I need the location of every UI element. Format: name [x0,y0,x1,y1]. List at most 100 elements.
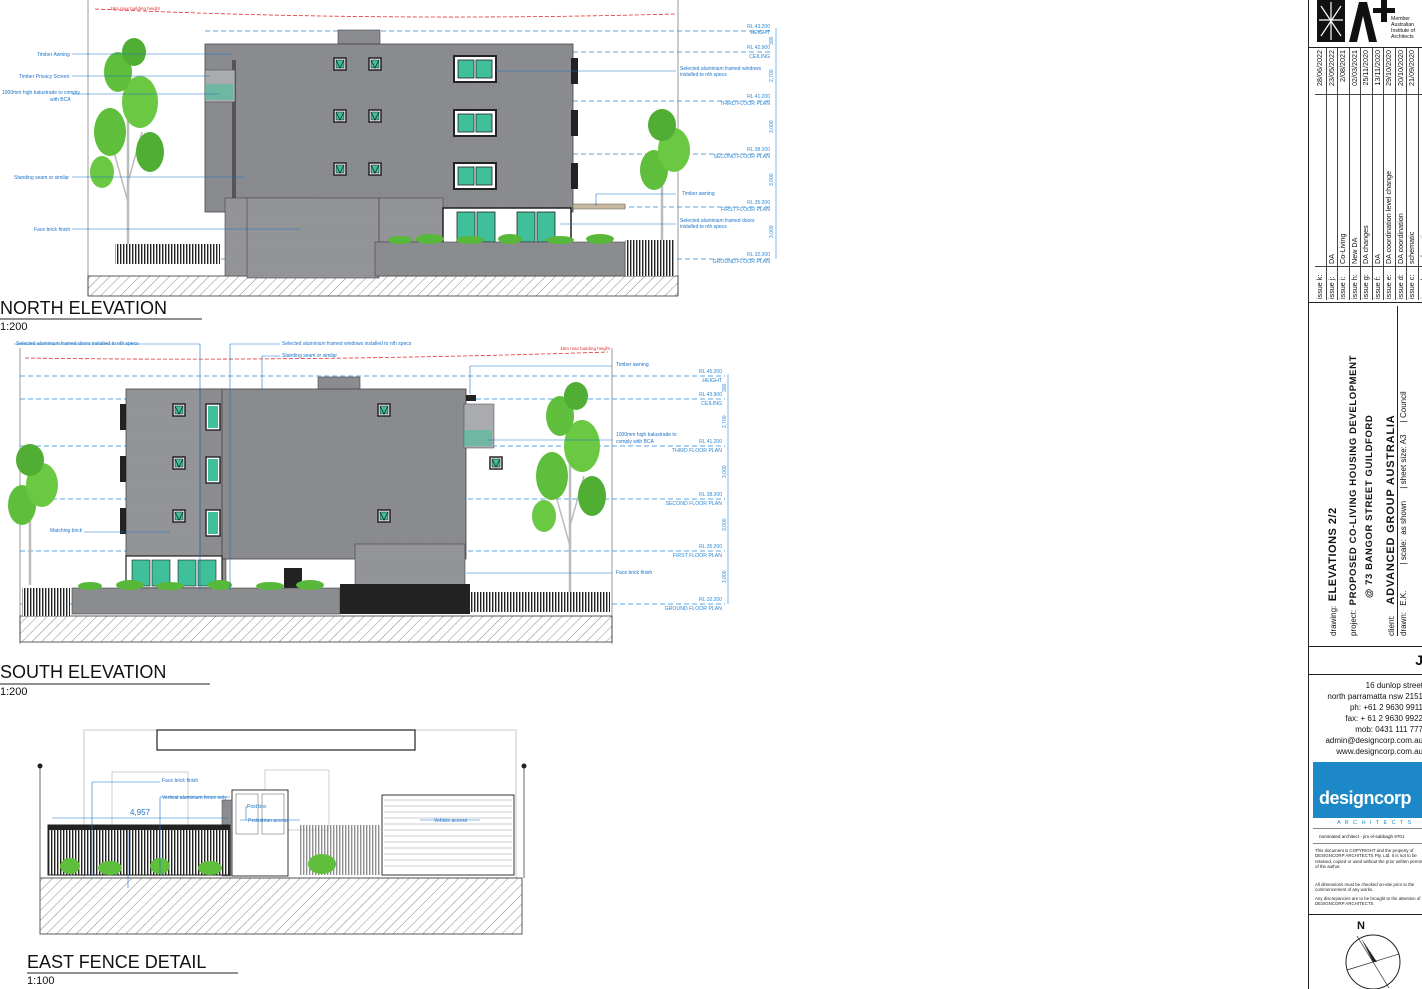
north-dim: 3,000 [769,173,775,186]
issue-description: DA changes [1361,94,1372,266]
south-annotation: Matching brick [50,528,83,534]
north-dim: 3,000 [769,120,775,133]
south-level-name: THIRD FLOOR PLAN [672,448,722,454]
copyright-note: This document is COPYRIGHT and the prope… [1315,848,1422,869]
north-level-rl: RL 32.200 [747,252,770,258]
south-dim: 2,700 [722,415,728,428]
south-dim: 300 [722,383,728,392]
east-annotation: Face brick finish [162,778,198,784]
issue-description: New DA [1349,94,1360,266]
issue-date: 20/10/2020 [1395,50,1405,86]
issue-description: schematic [1407,94,1418,266]
issue-row: issue i:Co-Living 2/08/2021 [1338,48,1350,300]
issue-date: 2/08/2021 [1338,50,1347,82]
issue-date [1419,48,1422,94]
issue-date: 28/06/2022 [1315,50,1324,86]
project-line-2: @ 73 BANGOR STREET GUILDFORD [1364,414,1375,598]
south-elevation-scale: 1:200 [0,686,28,698]
east-annotation: Vehicle access [434,818,468,824]
designcorp-logo: designcorp [1313,762,1422,818]
aia-member-text: Member Australian Institute of Architect… [1391,16,1415,40]
north-level-name: HEIGHT [750,30,770,36]
office-address: 16 dunlop street north parramatta nsw 21… [1325,681,1422,756]
tree-icon [530,380,608,608]
north-annotation: with BCA [50,97,71,103]
north-dim: 2,700 [769,69,775,82]
east-annotation: Vertical aluminium fence only [162,795,227,801]
issue-description [1315,94,1326,266]
south-level-name: SECOND FLOOR PLAN [666,501,723,507]
issue-row: issue b:schematic [1418,48,1422,300]
north-annotation: installed to nth specs [680,72,727,78]
issue-description: DA coordination level change [1384,94,1395,266]
north-dim: 300 [769,36,775,45]
north-elevation-title: NORTH ELEVATION [0,298,167,318]
south-elevation-title: SOUTH ELEVATION [0,662,166,682]
issue-label: issue b: [1418,266,1422,300]
elevation-drawings: 18m max building height [0,0,777,987]
north-elevation: 18m max building height [0,0,777,333]
north-annotation: Selected aluminium framed windows [680,66,762,72]
north-dim: 3,000 [769,225,775,238]
south-level-rl: RL 43.900 [699,392,722,398]
south-level-name: GROUND FLOOR PLAN [665,606,723,612]
issue-date: 29/10/2020 [1384,50,1393,86]
north-level-rl: RL 35.200 [747,200,770,206]
south-annotation: Timber awning [616,362,649,368]
south-annotation: Selected aluminium framed doors installe… [16,341,139,347]
fence-width-dimension: 4,957 [130,808,151,817]
issue-label: issue i: [1338,266,1349,300]
designcorp-logo-sub: A R C H I T E C T S [1337,820,1413,826]
tree-icon [88,36,166,264]
south-dim: 3,000 [722,465,728,478]
north-level-name: THIRD FLOOR PLAN [720,101,770,107]
issue-label: issue h: [1349,266,1360,300]
issue-description: DA [1326,94,1337,266]
client-name: ADVANCED GROUP AUSTRALIA [1385,414,1397,605]
south-level-rl: RL 45.200 [699,369,722,375]
south-level-name: CEILING [701,401,722,407]
north-annotation: Timber awning [682,191,715,197]
north-annotation: Selected aluminium framed doors [680,218,755,224]
project-line-1: PROPOSED CO-LIVING HOUSING DEVELOPMENT [1348,355,1359,606]
issue-label: issue e: [1384,266,1395,300]
issue-date: 23/05/2022 [1326,50,1336,86]
title-block: Member Australian Institute of Architect… [1308,0,1422,989]
drawn-scale-sheet: drawn: E.K. | scale: as shown | sheet si… [1399,391,1408,636]
issue-row: issue e:DA coordination level change 29/1… [1384,48,1396,300]
drawing-scale: as shown [1399,500,1408,535]
north-annotation: 1000mm high balustrade to comply [2,90,80,96]
south-annotation: Standing seam or similar [282,353,337,359]
council-label: Council [1399,391,1408,418]
south-annotation: comply with BCA [616,439,654,445]
south-annotation: Selected aluminium framed windows instal… [282,341,412,347]
dimensions-note: All dimensions must be checked on-site p… [1315,882,1415,893]
north-annotation: Timber Privacy Screen [19,74,70,80]
north-elevation-scale: 1:200 [0,321,28,333]
south-annotation: 1000mm high balustrade to [616,432,677,438]
issue-row: issue k:28/06/2022 [1315,48,1327,300]
south-level-name: HEIGHT [702,378,722,384]
issue-label: issue f: [1372,266,1383,300]
north-annotation: Face brick finish [34,227,70,233]
issue-description: Co-Living [1338,94,1349,266]
south-level-name: FIRST FLOOR PLAN [673,553,722,559]
issue-date: 25/11/2020 [1361,50,1370,86]
east-fence-detail: 4,957 Face brick finish Vertical alumini… [27,729,527,987]
south-level-rl: RL 38.200 [699,492,722,498]
south-max-height-note: 18m max building height [560,346,611,351]
north-max-height-note: 18m max building height [110,6,161,11]
nominated-architect: nominated architect - jim el-sabbagh 670… [1319,834,1405,839]
issue-label: issue j: [1326,266,1337,300]
south-annotation: Face brick finish [616,570,652,576]
south-dim: 3,000 [722,518,728,531]
east-annotation: Post box [247,804,267,810]
east-fence-detail-title: EAST FENCE DETAIL [27,952,206,972]
north-level-name: CEILING [749,54,770,60]
east-fence-detail-scale: 1:100 [27,975,55,987]
